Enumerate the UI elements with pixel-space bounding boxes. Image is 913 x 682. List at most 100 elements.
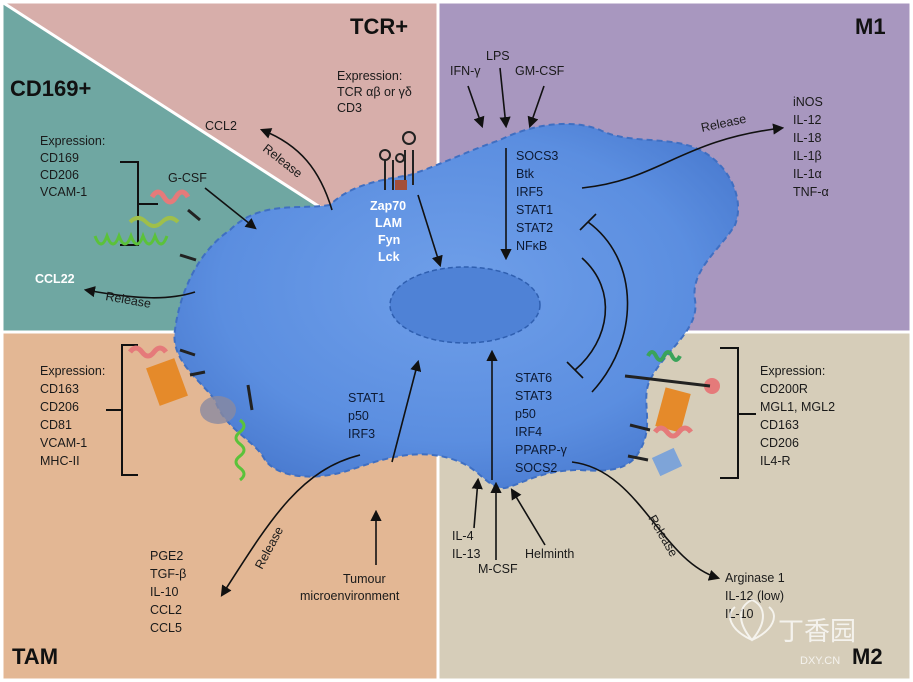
tam-expression-line: CD163 xyxy=(40,382,79,396)
m2-release-arrow xyxy=(571,461,721,581)
m2-stimuli: IL-4 IL-13 M-CSF Helminth xyxy=(452,529,574,576)
m2-inhibits-m1-bar xyxy=(579,213,597,231)
m2-expression-line: CD200R xyxy=(760,382,808,396)
cd169-receptors-icon xyxy=(93,189,201,262)
m1-title: M1 xyxy=(855,14,886,39)
m2-released: Arginase 1 IL-12 (low) IL-10 xyxy=(725,571,785,621)
m1-stimulus: LPS xyxy=(486,49,510,63)
nucleus xyxy=(389,266,541,344)
m1-signal-item: STAT1 xyxy=(516,203,553,217)
m2-stimulus: IL-4 xyxy=(452,529,474,543)
tam-released-item: PGE2 xyxy=(150,549,183,563)
tam-released-item: IL-10 xyxy=(150,585,179,599)
tcr-expression-line: Expression: xyxy=(337,69,402,83)
tam-signal-item: p50 xyxy=(348,409,369,423)
m1-released-item: IL-1α xyxy=(793,167,822,181)
m2-title: M2 xyxy=(852,644,883,669)
m2-stimulus-arrow xyxy=(510,488,546,546)
cd169-stimulus: G-CSF xyxy=(168,171,207,185)
tam-stimulus-line: microenvironment xyxy=(300,589,400,603)
m1-inhibits-m2-bar xyxy=(566,361,584,379)
tam-brace xyxy=(106,344,138,476)
tcr-title: TCR+ xyxy=(350,14,408,39)
m1-release-arrow xyxy=(581,123,785,189)
m1-stimuli: IFN-γ LPS GM-CSF xyxy=(450,49,565,78)
m2-stimulus: Helminth xyxy=(525,547,574,561)
tam-release-arrow xyxy=(220,454,361,597)
cd169-release-arrow xyxy=(83,286,196,299)
m2-expression-line: IL4-R xyxy=(760,454,791,468)
cd169-brace xyxy=(120,161,158,246)
m2-receptors-icon xyxy=(624,350,720,477)
m1-stimulus: IFN-γ xyxy=(450,64,481,78)
tam-expression: Expression: CD163 CD206 CD81 VCAM-1 MHC-… xyxy=(40,364,105,468)
tcr-signal-arrow xyxy=(417,194,443,268)
tam-released-item: CCL5 xyxy=(150,621,182,635)
tam-title: TAM xyxy=(12,644,58,669)
tam-stimulus-line: Tumour xyxy=(343,572,386,586)
m2-expression-line: CD206 xyxy=(760,436,799,450)
tam-receptors-icon xyxy=(128,345,254,482)
watermark-flower-icon xyxy=(729,598,775,642)
tcr-expression: Expression: TCR αβ or γδ CD3 xyxy=(337,69,412,115)
m1-released-item: IL-12 xyxy=(793,113,822,127)
watermark-subtext: DXY.CN xyxy=(800,655,840,667)
m1-inhibits-m2-line xyxy=(574,257,607,371)
m2-signal-item: SOCS2 xyxy=(515,461,557,475)
m2-released-item: Arginase 1 xyxy=(725,571,785,585)
m2-signal-item: IRF4 xyxy=(515,425,542,439)
m2-released-item: IL-12 (low) xyxy=(725,589,784,603)
cd169-stimulus-arrow xyxy=(204,187,257,230)
m2-signaling: STAT6 STAT3 p50 IRF4 PPARP-γ SOCS2 xyxy=(515,371,568,475)
m2-expression-line: MGL1, MGL2 xyxy=(760,400,835,414)
cd169-title: CD169+ xyxy=(10,76,91,101)
tam-signal-item: IRF3 xyxy=(348,427,375,441)
tcr-expression-line: CD3 xyxy=(337,101,362,115)
m1-signaling: SOCS3 Btk IRF5 STAT1 STAT2 NFκB xyxy=(516,149,558,253)
m1-released-item: IL-18 xyxy=(793,131,822,145)
m2-stimulus-arrow xyxy=(471,477,483,529)
tcr-signal-item: Fyn xyxy=(378,233,400,247)
m1-stimulus-arrow xyxy=(467,85,485,129)
tam-released-item: CCL2 xyxy=(150,603,182,617)
tam-expression-line: CD206 xyxy=(40,400,79,414)
m1-signal-item: SOCS3 xyxy=(516,149,558,163)
tam-released: PGE2 TGF-β IL-10 CCL2 CCL5 xyxy=(150,549,186,635)
m2-expression: Expression: CD200R MGL1, MGL2 CD163 CD20… xyxy=(760,364,835,468)
tcr-expression-line: TCR αβ or γδ xyxy=(337,85,412,99)
tam-signal-item: STAT1 xyxy=(348,391,385,405)
m1-signal-item: Btk xyxy=(516,167,535,181)
watermark-text: 丁香园 xyxy=(778,616,856,646)
m2-signal-item: p50 xyxy=(515,407,536,421)
tam-signaling: STAT1 p50 IRF3 xyxy=(348,391,385,441)
watermark: 丁香园 DXY.CN xyxy=(729,598,856,667)
cd169-release-target: CCL22 xyxy=(35,272,75,286)
tcr-signal-item: LAM xyxy=(375,216,402,230)
tcr-signal-item: Lck xyxy=(378,250,400,264)
cd169-expression-line: Expression: xyxy=(40,134,105,148)
tcr-signaling: Zap70 LAM Fyn Lck xyxy=(370,199,406,264)
m1-signal-item: NFκB xyxy=(516,239,547,253)
m1-stimulus: GM-CSF xyxy=(515,64,565,78)
m1-signal-item: IRF5 xyxy=(516,185,543,199)
cd169-expression: Expression: CD169 CD206 VCAM-1 xyxy=(40,134,105,199)
m1-released-item: iNOS xyxy=(793,95,823,109)
m2-stimulus: IL-13 xyxy=(452,547,481,561)
m2-expression-line: CD163 xyxy=(760,418,799,432)
cd169-expression-line: CD169 xyxy=(40,151,79,165)
cd169-expression-line: CD206 xyxy=(40,168,79,182)
tam-expression-line: VCAM-1 xyxy=(40,436,87,450)
tcr-signal-item: Zap70 xyxy=(370,199,406,213)
m2-signal-item: STAT6 xyxy=(515,371,552,385)
m2-signal-item: STAT3 xyxy=(515,389,552,403)
tcr-release-arrow xyxy=(259,128,333,211)
tam-released-item: TGF-β xyxy=(150,567,186,581)
tcr-receptor-icon xyxy=(379,131,416,190)
m2-inhibits-m1-line xyxy=(587,221,629,393)
m1-signal-item: STAT2 xyxy=(516,221,553,235)
tam-expression-line: CD81 xyxy=(40,418,72,432)
m2-expression-line: Expression: xyxy=(760,364,825,378)
cd169-expression-line: VCAM-1 xyxy=(40,185,87,199)
tcr-release-target: CCL2 xyxy=(205,119,237,133)
